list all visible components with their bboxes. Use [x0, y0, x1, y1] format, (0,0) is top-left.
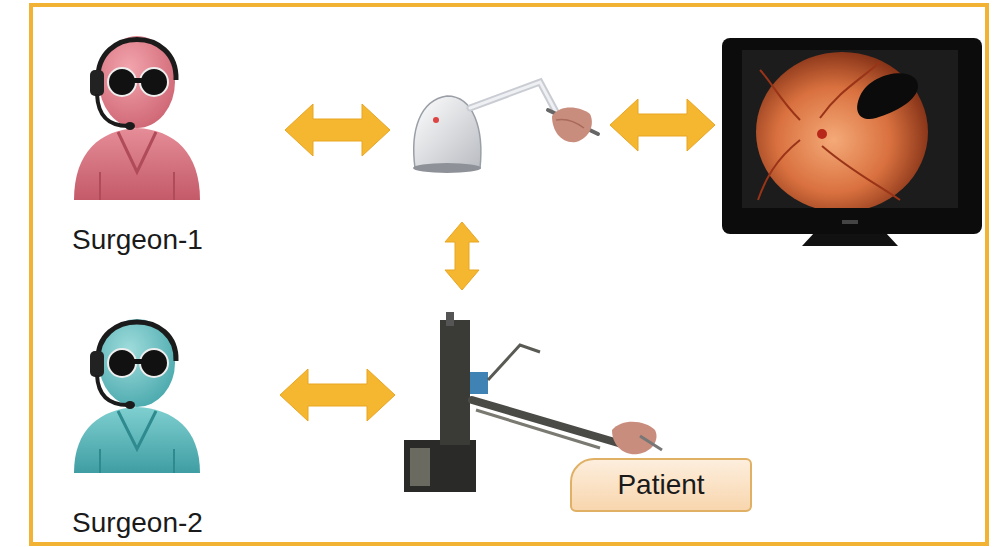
patient-box: Patient	[570, 458, 752, 512]
frame	[31, 5, 987, 544]
double-arrow	[280, 369, 395, 421]
monitor-picture	[722, 38, 982, 246]
node-label: Surgeon-1	[72, 224, 203, 256]
surgeon-icon	[74, 36, 200, 200]
double-arrow	[610, 99, 715, 151]
node-label: Surgeon-2	[72, 507, 203, 539]
double-arrow	[445, 222, 479, 290]
surgeon-icon	[74, 319, 200, 473]
surgeon-figure: Surgeon-1	[50, 15, 225, 260]
monitor-display	[720, 35, 984, 235]
haptic-device-picture	[413, 82, 598, 173]
haptic-device	[410, 75, 595, 170]
double-arrow	[285, 104, 390, 156]
surgeon-figure: Surgeon-2	[50, 300, 225, 543]
node-label: Patient	[617, 469, 704, 501]
